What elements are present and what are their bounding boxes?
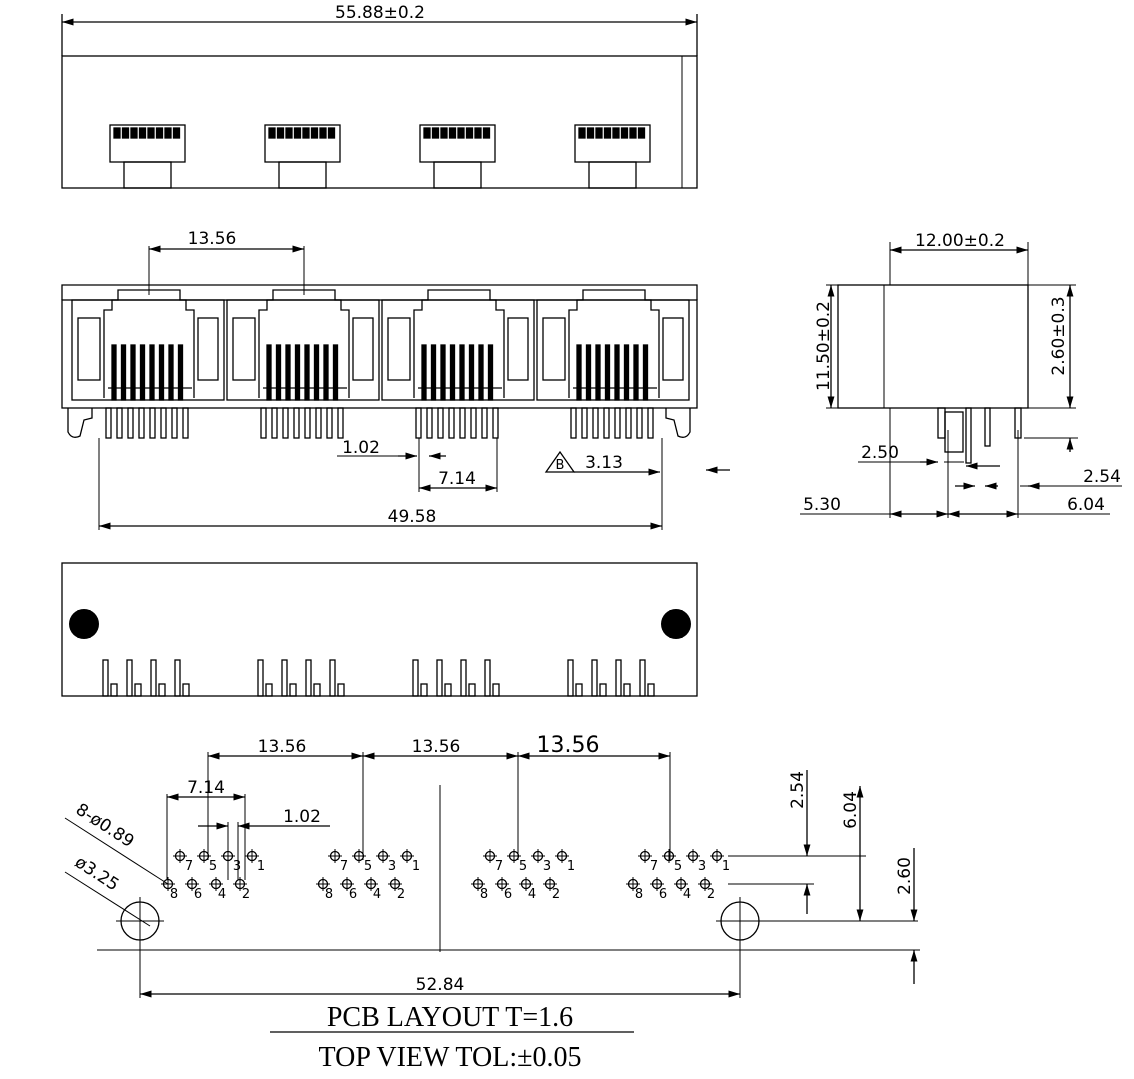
pcb-pin-number: 3 xyxy=(543,859,551,874)
pcb-pin-number: 8 xyxy=(635,887,643,902)
port-pin-group-4 xyxy=(570,407,654,439)
side-dim-530: 5.30 xyxy=(803,495,841,515)
pcb-pin-number: 4 xyxy=(218,887,226,902)
pcb-title-line1: PCB LAYOUT T=1.6 xyxy=(327,1002,573,1033)
pcb-pin-number: 1 xyxy=(567,859,575,874)
pcb-pitch-label-3: 13.56 xyxy=(537,733,600,758)
side-dim-604: 6.04 xyxy=(1067,495,1105,515)
pcb-hole-large-label: ø3.25 xyxy=(71,852,122,895)
pcb-hole-group-2: 78 56 34 12 xyxy=(316,849,420,902)
pcb-pin-number: 2 xyxy=(397,887,405,902)
pcb-pin-number: 8 xyxy=(170,887,178,902)
side-dim-250: 2.50 xyxy=(861,443,899,463)
pcb-title-line2: TOP VIEW TOL:±0.05 xyxy=(319,1042,582,1073)
pcb-pitch-label-2: 13.56 xyxy=(412,737,461,757)
pcb-pin-number: 5 xyxy=(364,859,372,874)
pcb-pin-pitch-label: 1.02 xyxy=(283,807,321,827)
bottom-pin-group-3 xyxy=(412,659,500,697)
side-width-label: 12.00±0.2 xyxy=(915,231,1005,251)
pcb-pin-number: 1 xyxy=(722,859,730,874)
pcb-hole-group-1: 78 56 34 12 xyxy=(161,849,265,902)
port-pin-group-3 xyxy=(415,407,499,439)
pcb-pin-number: 6 xyxy=(349,887,357,902)
port-pin-group-1 xyxy=(105,407,189,439)
pcb-pin-number: 6 xyxy=(659,887,667,902)
pcb-pin-number: 2 xyxy=(707,887,715,902)
port-pin-span-label: 7.14 xyxy=(438,469,476,489)
port-view: 13.56 1.02 7.14 B 3.13 49.58 xyxy=(61,229,730,530)
port-peg-right xyxy=(665,408,691,438)
bottom-pin-group-4 xyxy=(567,659,655,697)
pcb-pin-number: 5 xyxy=(209,859,217,874)
pcb-pin-number: 3 xyxy=(698,859,706,874)
pcb-pitch-label-1: 13.56 xyxy=(258,737,307,757)
datum-offset-label: 3.13 xyxy=(585,453,623,473)
front-width-label: 55.88±0.2 xyxy=(335,3,425,23)
pcb-pin-number: 4 xyxy=(528,887,536,902)
pcb-pin-number: 7 xyxy=(650,859,658,874)
mounting-peg-right xyxy=(661,609,691,639)
pcb-pin-number: 4 xyxy=(683,887,691,902)
side-height-label: 11.50±0.2 xyxy=(814,301,834,391)
pcb-pin-number: 1 xyxy=(412,859,420,874)
pcb-pin-number: 2 xyxy=(242,887,250,902)
pcb-pin-number: 3 xyxy=(233,859,241,874)
pcb-pin-number: 4 xyxy=(373,887,381,902)
bottom-pin-group-1 xyxy=(102,659,190,697)
port-overall-label: 49.58 xyxy=(388,507,437,527)
pcb-pin-number: 6 xyxy=(504,887,512,902)
pcb-hole-small-label: 8-ø0.89 xyxy=(72,800,138,852)
bottom-view xyxy=(61,562,698,697)
front-port-2 xyxy=(264,124,341,189)
side-dim-254: 2.54 xyxy=(1083,467,1121,487)
side-pin-len-label: 2.60±0.3 xyxy=(1049,296,1069,375)
pcb-pin-number: 2 xyxy=(552,887,560,902)
pcb-pin-number: 7 xyxy=(495,859,503,874)
pcb-row-offset-label: 6.04 xyxy=(841,791,861,829)
pcb-pin-number: 5 xyxy=(519,859,527,874)
rj45-jack-3 xyxy=(381,289,535,401)
side-view: 12.00±0.2 11.50±0.2 2.60±0.3 2.50 5.30 xyxy=(800,231,1122,518)
port-pitch-label: 13.56 xyxy=(188,229,237,249)
rj45-jack-2 xyxy=(226,289,380,401)
pcb-peg-offset-label: 2.60 xyxy=(895,857,915,895)
pcb-hole-group-4: 78 56 34 12 xyxy=(626,849,730,902)
front-port-4 xyxy=(574,124,651,189)
pcb-peg-hole-left xyxy=(116,897,164,945)
rj45-jack-1 xyxy=(71,289,225,401)
pcb-pin-number: 1 xyxy=(257,859,265,874)
pcb-pin-number: 5 xyxy=(674,859,682,874)
datum-label: B xyxy=(556,458,565,473)
pcb-pin-number: 8 xyxy=(325,887,333,902)
mounting-peg-left xyxy=(69,609,99,639)
port-peg-left xyxy=(67,408,93,438)
pcb-layout: 13.56 13.56 13.56 7.14 1.02 8-ø0.89 ø3.2… xyxy=(64,733,920,1073)
pcb-pin-span-label: 7.14 xyxy=(187,778,225,798)
pcb-peg-hole-right xyxy=(716,897,764,945)
front-port-1 xyxy=(109,124,186,189)
pcb-pin-number: 6 xyxy=(194,887,202,902)
pcb-hole-group-3: 78 56 34 12 xyxy=(471,849,575,902)
front-view: 55.88±0.2 xyxy=(61,3,698,189)
pcb-pin-number: 7 xyxy=(340,859,348,874)
rj45-jack-4 xyxy=(536,289,690,401)
pcb-peg-span-label: 52.84 xyxy=(416,975,465,995)
pcb-pin-number: 8 xyxy=(480,887,488,902)
pcb-row-pitch-label: 2.54 xyxy=(788,771,808,809)
port-pin-pitch-label: 1.02 xyxy=(342,438,380,458)
bottom-pin-group-2 xyxy=(257,659,345,697)
front-port-3 xyxy=(419,124,496,189)
pcb-pin-number: 7 xyxy=(185,859,193,874)
port-pin-group-2 xyxy=(260,407,344,439)
pcb-pin-number: 3 xyxy=(388,859,396,874)
